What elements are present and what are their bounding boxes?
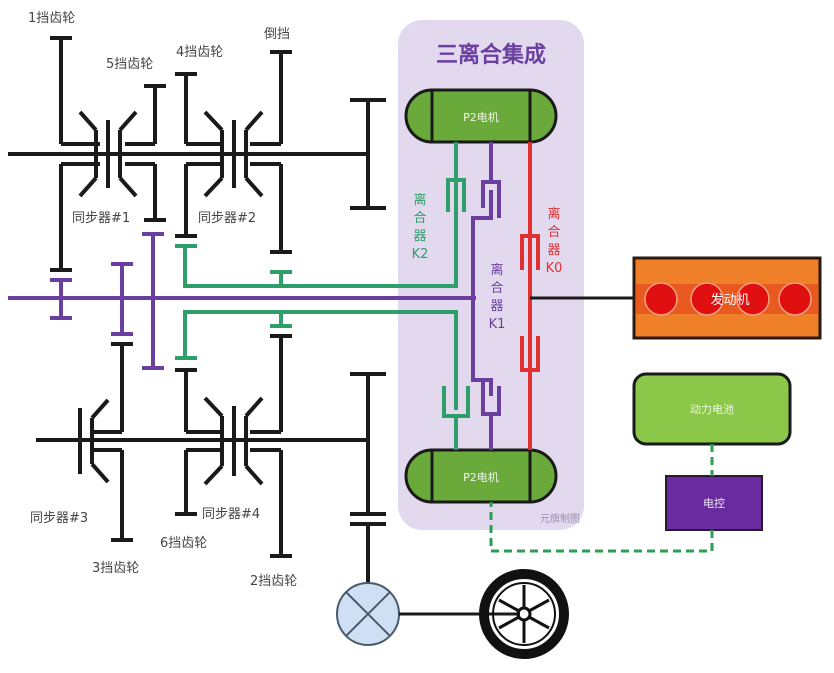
gear-6-label: 6挡齿轮 (160, 536, 207, 551)
svg-text:K1: K1 (489, 317, 506, 332)
svg-text:合: 合 (490, 281, 503, 296)
gear-3 (92, 342, 133, 542)
p2-motor-bottom-label: P2电机 (463, 470, 499, 484)
gear-1 (50, 36, 100, 272)
watermark: 元旗制图 (540, 512, 580, 525)
gear-5 (125, 84, 166, 222)
reverse-gear-label: 倒挡 (264, 27, 290, 42)
controller-label: 电控 (703, 496, 725, 510)
engine: 发动机 (632, 256, 822, 340)
p2-motor-top-label: P2电机 (463, 110, 499, 124)
gear-2-label: 2挡齿轮 (250, 574, 297, 589)
gear-1-label: 1挡齿轮 (28, 11, 75, 26)
wheel-icon (479, 569, 569, 659)
power-battery: 动力电池 (632, 372, 792, 446)
svg-text:合: 合 (547, 225, 560, 240)
clutch-k0 (520, 142, 540, 450)
outer-shaft-green (175, 170, 458, 410)
synchronizer-2 (203, 110, 264, 198)
inner-shaft-purple (8, 232, 476, 370)
cylinder (736, 282, 770, 316)
synchronizer-1-label: 同步器#1 (72, 211, 130, 226)
gear-4-label: 4挡齿轮 (176, 45, 223, 60)
gear-6 (175, 368, 222, 516)
svg-text:K0: K0 (546, 261, 563, 276)
clutch-k2-label: 离 合 器 K2 (412, 192, 429, 262)
svg-text:离: 离 (547, 206, 560, 222)
clutch-k1 (471, 142, 501, 450)
clutch-k1-label: 离 合 器 K1 (489, 262, 506, 332)
svg-text:器: 器 (490, 299, 503, 314)
svg-text:离: 离 (413, 192, 426, 208)
gear-2 (250, 334, 292, 558)
engine-label: 发动机 (710, 292, 749, 308)
synchronizer-3-label: 同步器#3 (30, 511, 88, 526)
cylinder (644, 282, 678, 316)
svg-text:器: 器 (413, 229, 426, 244)
gear-4 (175, 72, 222, 238)
svg-text:器: 器 (547, 243, 560, 258)
clutch-k0-label: 离 合 器 K0 (546, 206, 563, 276)
cylinder (778, 282, 812, 316)
electronic-controller: 电控 (665, 475, 763, 531)
synchronizer-2-label: 同步器#2 (198, 211, 256, 226)
synchronizer-3 (78, 398, 110, 484)
upper-shaft (8, 98, 386, 210)
svg-text:合: 合 (413, 211, 426, 226)
electric-wiring (489, 444, 714, 553)
cylinder (690, 282, 724, 316)
p2-motor-top: P2电机 (404, 88, 558, 144)
svg-text:离: 离 (490, 262, 503, 278)
svg-text:K2: K2 (412, 247, 429, 262)
module-title: 三离合集成 (436, 42, 546, 68)
differential (336, 582, 400, 646)
p2-motor-bottom: P2电机 (404, 448, 558, 504)
gear-5-label: 5挡齿轮 (106, 57, 153, 72)
synchronizer-4-label: 同步器#4 (202, 507, 260, 522)
clutch-k2 (442, 142, 470, 450)
synchronizer-4 (203, 396, 264, 486)
gear-3-label: 3挡齿轮 (92, 561, 139, 576)
reverse-gear (250, 50, 292, 254)
synchronizer-1 (78, 110, 138, 198)
battery-label: 动力电池 (690, 403, 734, 416)
